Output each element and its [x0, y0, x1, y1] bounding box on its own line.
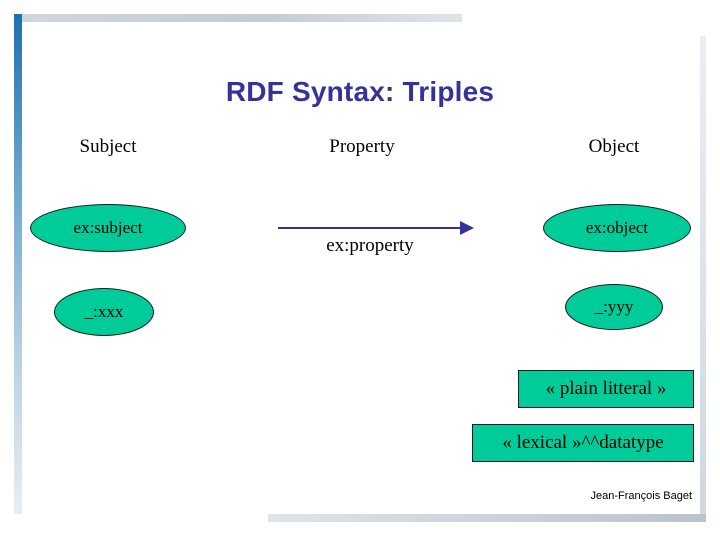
column-header-object: Object — [588, 136, 640, 157]
decorative-bottom-bar — [268, 514, 706, 522]
decorative-left-bar — [14, 14, 22, 514]
node-blank-subject: _:xxx — [54, 288, 154, 336]
author-footer: Jean-François Baget — [590, 490, 693, 502]
decorative-top-bar — [22, 14, 462, 22]
decorative-right-bar — [700, 36, 706, 514]
literal-typed: « lexical »^^datatype — [472, 424, 694, 462]
node-blank-object: _:yyy — [565, 284, 663, 330]
property-arrow-label: ex:property — [326, 235, 414, 256]
property-arrow-head-icon — [460, 221, 474, 235]
node-ex-object: ex:object — [543, 204, 691, 252]
column-header-property: Property — [329, 136, 395, 157]
slide-title: RDF Syntax: Triples — [225, 76, 495, 107]
column-header-subject: Subject — [79, 136, 137, 157]
literal-plain: « plain litteral » — [518, 370, 694, 408]
property-arrow-line — [278, 227, 462, 229]
node-ex-subject: ex:subject — [30, 204, 186, 252]
